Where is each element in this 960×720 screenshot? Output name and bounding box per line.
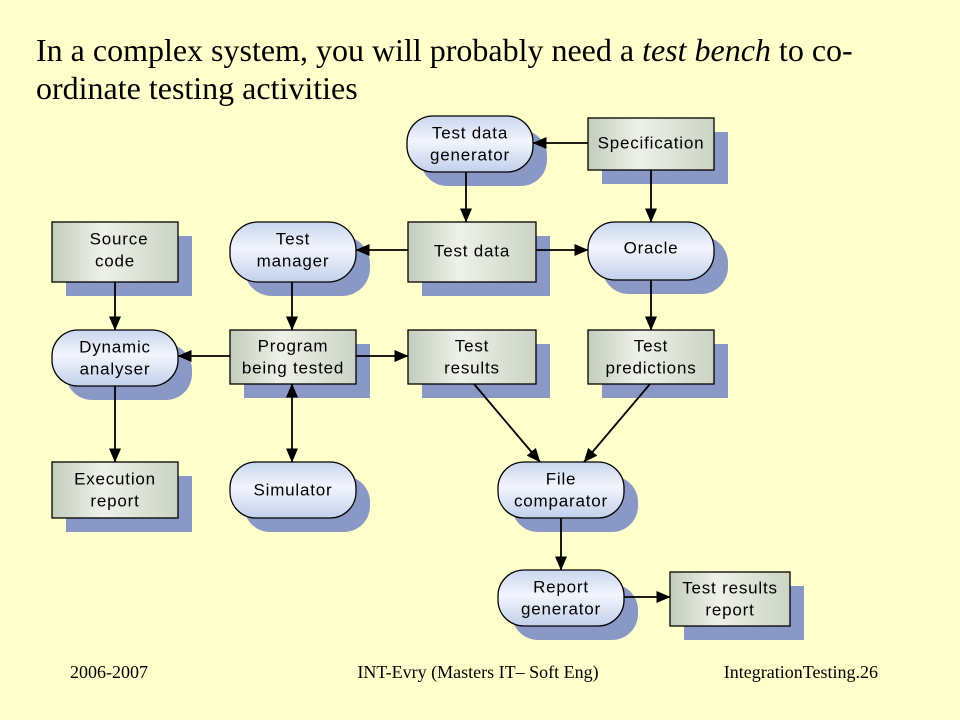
node-label-line-1: Test xyxy=(276,230,310,249)
node-label-line-2: manager xyxy=(257,252,330,271)
node-specification: Specification xyxy=(587,117,728,184)
node-label-line-2: generator xyxy=(430,146,510,165)
node-label-line-1: Source xyxy=(90,230,149,249)
node-label-line-2: predictions xyxy=(605,359,696,378)
node-label: Test data xyxy=(434,242,510,261)
node-source-code: Source code xyxy=(51,221,192,296)
node-box xyxy=(587,117,715,171)
node-label-line-2: report xyxy=(90,492,139,511)
node-label-line-1: Test xyxy=(634,337,668,356)
node-label: Specification xyxy=(598,134,705,153)
node-file-comparator: File comparator xyxy=(497,461,638,532)
node-simulator: Simulator xyxy=(229,461,370,532)
node-box xyxy=(229,329,357,385)
node-box xyxy=(407,221,537,283)
node-label-line-2: code xyxy=(95,252,135,271)
node-report-generator: Report generator xyxy=(497,569,638,640)
node-label: Oracle xyxy=(624,239,679,258)
node-dynamic-analyser: Dynamic analyser xyxy=(51,329,192,400)
node-box xyxy=(669,571,791,627)
footer-slide-id: IntegrationTesting.26 xyxy=(723,662,878,682)
arrow-test-predictions-to-file-comparator xyxy=(583,383,651,463)
node-test-predictions: Test predictions xyxy=(587,329,728,398)
node-label-line-2: analyser xyxy=(80,360,151,379)
node-label-line-1: File xyxy=(546,470,577,489)
node-label-line-1: Test xyxy=(455,337,489,356)
slide-title: In a complex system, you will probably n… xyxy=(36,31,936,107)
node-label-line-2: comparator xyxy=(514,492,608,511)
node-label-line-1: Dynamic xyxy=(79,338,151,357)
node-label-line-2: results xyxy=(444,359,500,378)
footer-year: 2006-2007 xyxy=(70,662,148,682)
node-test-manager: Test manager xyxy=(229,221,370,296)
node-test-data-generator: Test data generator xyxy=(406,115,547,186)
node-label-line-2: being tested xyxy=(242,359,344,378)
node-label-line-2: report xyxy=(705,601,754,620)
node-program-being-tested: Program being tested xyxy=(229,329,370,398)
node-box xyxy=(587,329,715,385)
footer-institution: INT-Evry (Masters IT– Soft Eng) xyxy=(357,662,599,682)
node-box xyxy=(51,221,179,283)
node-execution-report: Execution report xyxy=(51,461,192,532)
title-emphasis: test bench xyxy=(642,32,771,68)
node-label-line-1: Program xyxy=(258,337,329,356)
title-text: In a complex system, you will probably n… xyxy=(36,32,643,68)
node-label-line-1: Test results xyxy=(682,579,778,598)
title-line-2: ordinate testing activities xyxy=(36,70,358,106)
node-box xyxy=(407,329,537,385)
node-test-results: Test results xyxy=(407,329,550,398)
arrow-test-results-to-file-comparator xyxy=(473,383,541,463)
node-test-results-report: Test results report xyxy=(669,571,804,640)
node-test-data: Test data xyxy=(407,221,550,296)
node-label-line-1: Report xyxy=(533,578,589,597)
node-box xyxy=(51,461,179,519)
node-label: Simulator xyxy=(253,481,332,500)
node-oracle: Oracle xyxy=(587,221,728,294)
node-label-line-1: Execution xyxy=(74,470,156,489)
node-label-line-2: generator xyxy=(521,600,601,619)
title-text-continued: to co- xyxy=(770,32,853,68)
node-label-line-1: Test data xyxy=(432,124,508,143)
